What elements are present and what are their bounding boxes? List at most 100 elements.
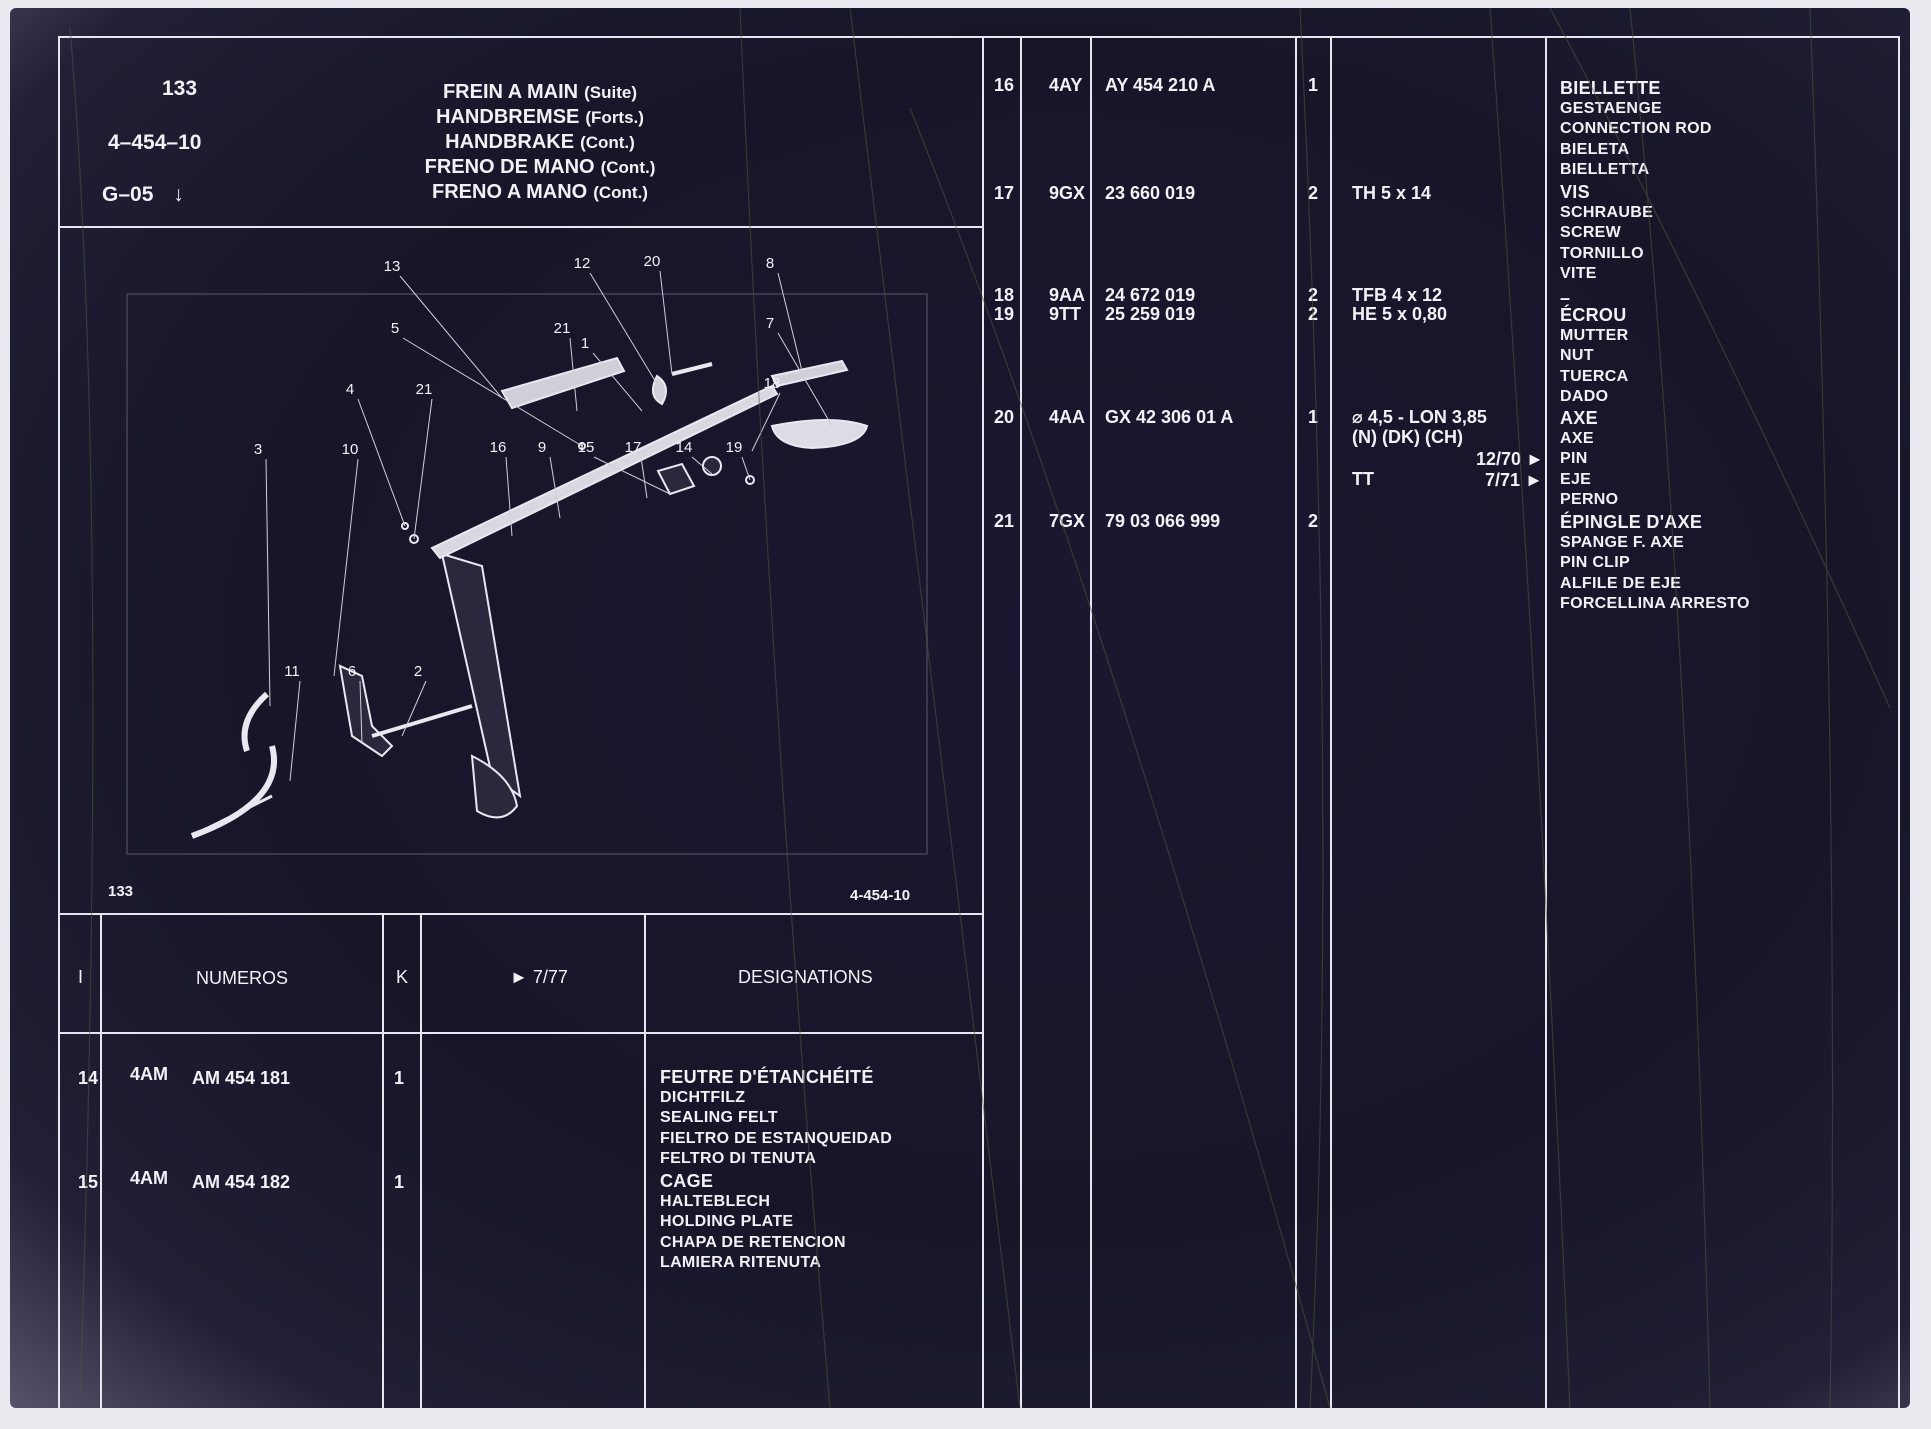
- designation-translation: CHAPA DE RETENCION: [660, 1233, 846, 1251]
- row-code: 4AY: [1049, 75, 1083, 95]
- row-index: 14: [78, 1068, 99, 1088]
- designation-translation: HOLDING PLATE: [660, 1213, 794, 1231]
- section-title-main: HANDBREMSE: [436, 106, 580, 128]
- section-title-suffix: (Suite): [584, 83, 638, 102]
- left-col-line-2: [382, 913, 384, 1408]
- diagram-divider: [58, 913, 984, 915]
- designation-primary: ÉCROU: [1560, 305, 1627, 325]
- callout-number: 18: [764, 375, 781, 392]
- callout-leader: [399, 275, 503, 399]
- row-index: 15: [78, 1172, 99, 1192]
- callout-leader: [505, 456, 513, 537]
- callout-number: 20: [644, 253, 661, 270]
- designation-translation: SPANGE F. AXE: [1560, 533, 1684, 551]
- section-title-main: FRENO DE MANO: [424, 156, 595, 178]
- callout-number: 5: [391, 320, 399, 337]
- frame-right: [1898, 36, 1900, 1408]
- row-note: TFB 4 x 12: [1352, 285, 1443, 305]
- row-index: 20: [994, 407, 1015, 427]
- designation-translation: NUT: [1560, 347, 1594, 365]
- right-col-line-5: [1545, 36, 1547, 1408]
- callout-leader: [265, 458, 271, 707]
- callout-number: 21: [554, 320, 571, 337]
- row-ref: GX 42 306 01 A: [1105, 407, 1234, 427]
- callout-number: 13: [384, 258, 401, 275]
- callout-leader: [777, 272, 803, 372]
- section-title-line: FRENO DE MANO(Cont.): [340, 155, 740, 180]
- group-code: G–05 ↓: [102, 184, 184, 205]
- row-qty: 1: [394, 1172, 405, 1192]
- section-title-main: FRENO A MANO: [432, 181, 588, 203]
- document-sheet: 133 4–454–10 G–05 ↓ FREIN A MAIN(Suite)H…: [10, 8, 1910, 1408]
- callout-leader: [589, 272, 658, 385]
- callout-number: 14: [676, 439, 693, 456]
- section-title-line: HANDBREMSE (Forts.): [340, 105, 740, 130]
- part-3-cable: [190, 691, 278, 839]
- row20-tt: TT: [1352, 469, 1374, 489]
- right-col-line-3: [1295, 36, 1297, 1408]
- row-index: 17: [994, 183, 1015, 203]
- callout-number: 11: [284, 663, 300, 680]
- callout-leader: [401, 680, 427, 737]
- designation-translation: FORCELLINA ARRESTO: [1560, 595, 1750, 613]
- group-code-text: G–05: [102, 183, 154, 206]
- row20-date2: 7/71 ►: [1485, 470, 1543, 490]
- callout-number: 3: [254, 441, 262, 458]
- section-title-main: HANDBRAKE: [445, 131, 575, 153]
- designation-translation: BIELETA: [1560, 140, 1630, 158]
- callout-leader: [741, 456, 751, 481]
- callout-number: 4: [346, 381, 354, 398]
- callout-leader: [549, 456, 561, 519]
- row-qty: 2: [1308, 183, 1319, 203]
- designation-translation: CONNECTION ROD: [1560, 120, 1712, 138]
- callout-number: 2: [414, 663, 422, 680]
- left-col-line-3: [420, 913, 422, 1408]
- section-title-line: HANDBRAKE(Cont.): [340, 130, 740, 155]
- row-note: TH 5 x 14: [1352, 183, 1432, 203]
- designation-primary: AXE: [1560, 408, 1598, 428]
- row-ref: AY 454 210 A: [1105, 75, 1216, 95]
- callout-leader: [593, 456, 671, 495]
- designation-translation: TORNILLO: [1560, 244, 1644, 262]
- lever-pivot: [470, 754, 519, 819]
- row-code: 9GX: [1049, 183, 1086, 203]
- designation-translation: GESTAENGE: [1560, 99, 1662, 117]
- designation-translation: HALTEBLECH: [660, 1192, 771, 1210]
- diagram-footer-left: 133: [108, 883, 133, 900]
- row-qty: 1: [1308, 407, 1319, 427]
- callout-number: 8: [766, 255, 774, 272]
- right-col-line-1: [1020, 36, 1022, 1408]
- row-qty: 1: [394, 1068, 405, 1088]
- colhead-date: ► 7/77: [510, 967, 568, 987]
- section-title-suffix: (Forts.): [585, 108, 644, 127]
- callout-number: 1: [581, 335, 589, 352]
- callout-leader: [569, 337, 578, 412]
- colhead-designations: DESIGNATIONS: [738, 967, 873, 987]
- callout-number: 19: [726, 439, 743, 456]
- callout-leader: [289, 680, 301, 782]
- colhead-numbers: NUMEROS: [196, 968, 289, 988]
- callout-number: 21: [416, 381, 433, 398]
- designation-primary: CAGE: [660, 1171, 714, 1191]
- designation-translation: ALFILE DE EJE: [1560, 574, 1682, 592]
- designation-translation: VITE: [1560, 265, 1597, 283]
- right-col-line-2: [1090, 36, 1092, 1408]
- lever-arm: [440, 552, 522, 799]
- part-14-washer: [702, 456, 722, 476]
- part-13-bracket: [500, 356, 626, 410]
- designation-translation: LAMIERA RITENUTA: [660, 1254, 822, 1272]
- row-ref: 23 660 019: [1105, 183, 1196, 203]
- callout-leader: [592, 352, 643, 412]
- callout-leader: [659, 270, 673, 375]
- part-21-clip-b: [409, 534, 419, 544]
- designation-translation: PERNO: [1560, 491, 1619, 509]
- row-code: 9AA: [1049, 285, 1086, 305]
- designation-translation: FELTRO DI TENUTA: [660, 1150, 817, 1168]
- designation-translation: BIELLETTA: [1560, 161, 1650, 179]
- colhead-index: I: [78, 967, 84, 987]
- designation-translation: TUERCA: [1560, 367, 1629, 385]
- row-ref: 25 259 019: [1105, 304, 1196, 324]
- row-note: ⌀ 4,5 - LON 3,85: [1352, 407, 1487, 427]
